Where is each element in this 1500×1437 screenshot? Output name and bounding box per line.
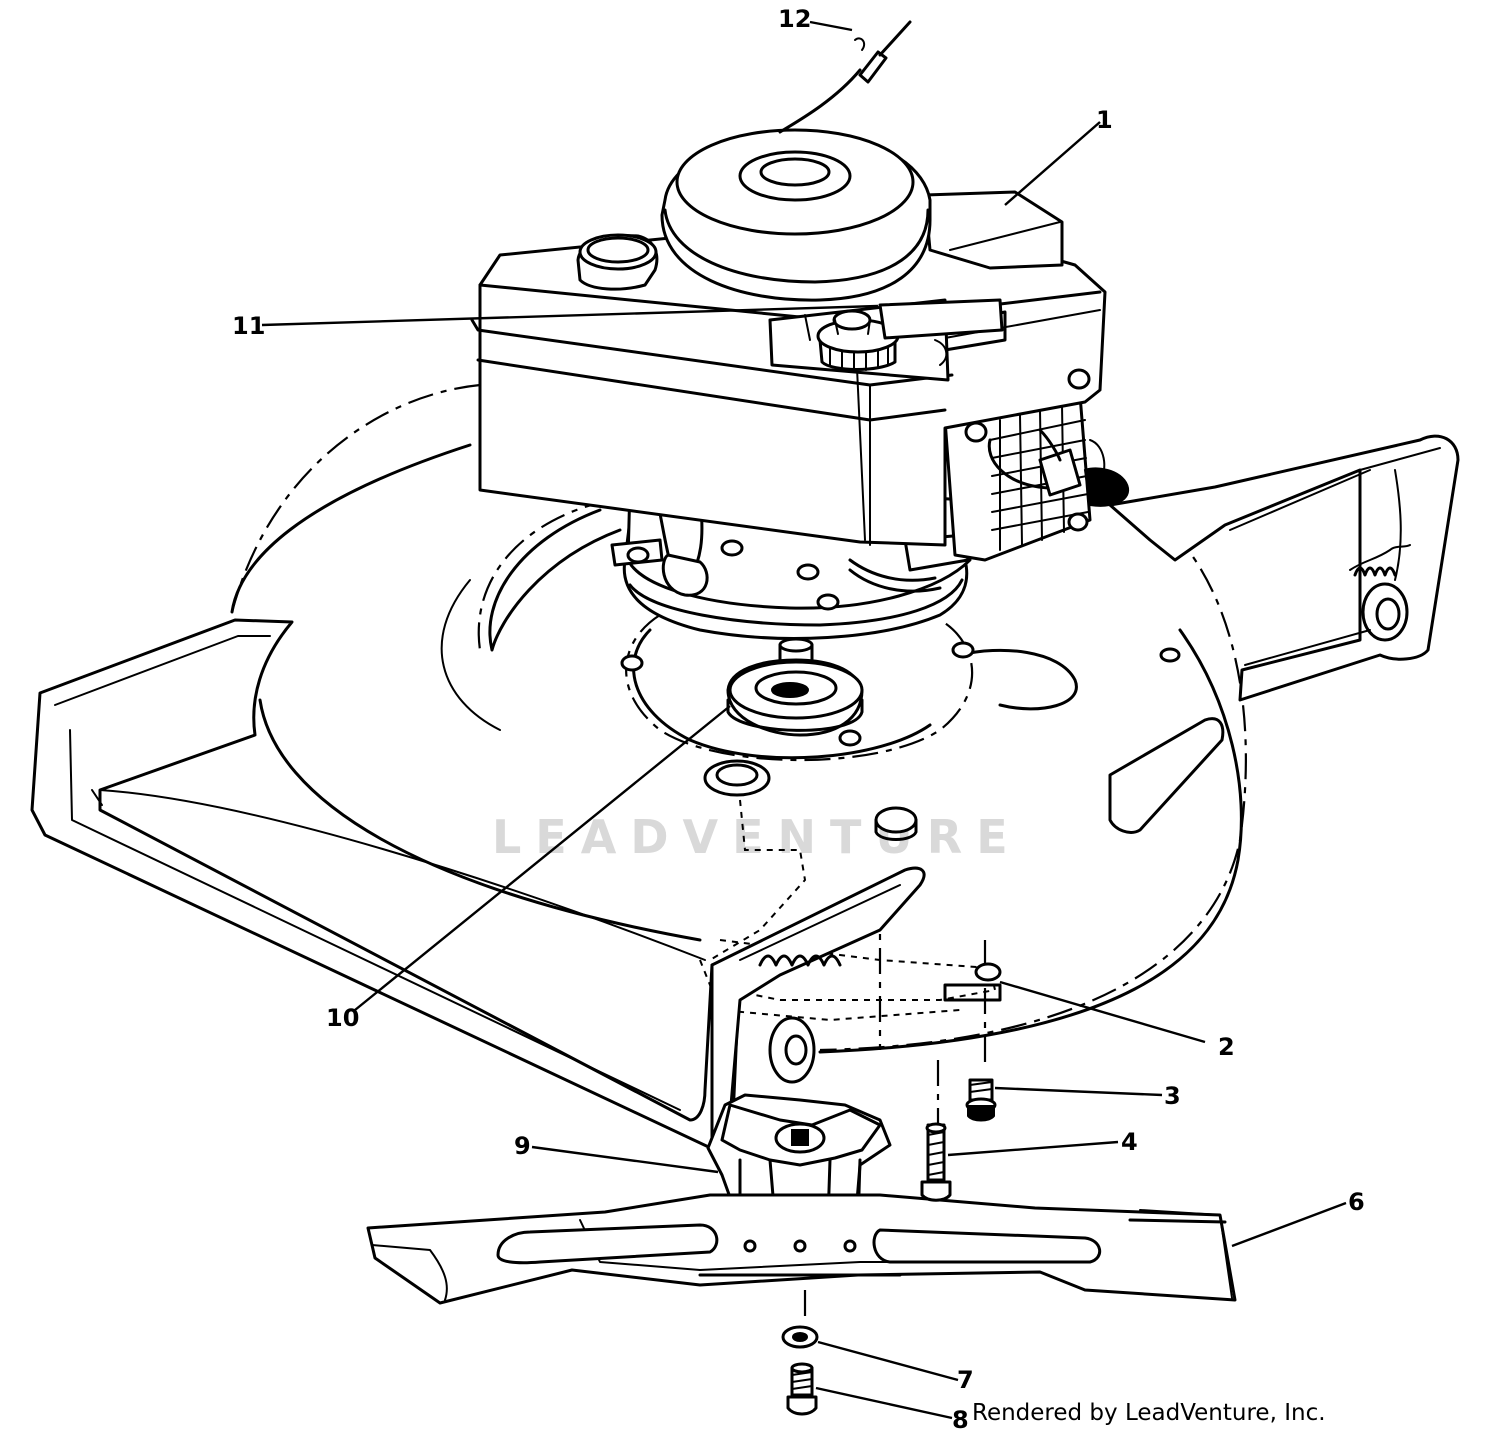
engine [470, 20, 1130, 640]
height-adjuster-bracket [710, 866, 926, 1142]
blade [366, 1193, 1237, 1305]
callout-11: 11 [232, 312, 265, 340]
callout-4: 4 [1121, 1128, 1138, 1156]
hex-bolt-4 [920, 1122, 952, 1202]
rear-baffle [1108, 434, 1460, 702]
callout-3: 3 [1164, 1082, 1181, 1110]
callout-7: 7 [957, 1366, 974, 1394]
callout-8: 8 [952, 1406, 969, 1434]
leader-lines [261, 20, 1347, 1420]
hex-bolt-8 [786, 1362, 818, 1416]
callout-2: 2 [1218, 1033, 1235, 1061]
blade-adapter [706, 1093, 892, 1227]
callout-1: 1 [1096, 106, 1113, 134]
callout-9: 9 [514, 1132, 531, 1160]
watermark-text: LEADVENTURE [492, 810, 1022, 864]
lock-washer-7 [781, 1325, 819, 1349]
hex-bolt-3 [965, 1078, 997, 1122]
callout-12: 12 [778, 5, 811, 33]
callout-10: 10 [326, 1004, 359, 1032]
callout-6: 6 [1348, 1188, 1365, 1216]
blade-pulley [726, 637, 864, 737]
render-credit: Rendered by LeadVenture, Inc. [972, 1400, 1326, 1426]
